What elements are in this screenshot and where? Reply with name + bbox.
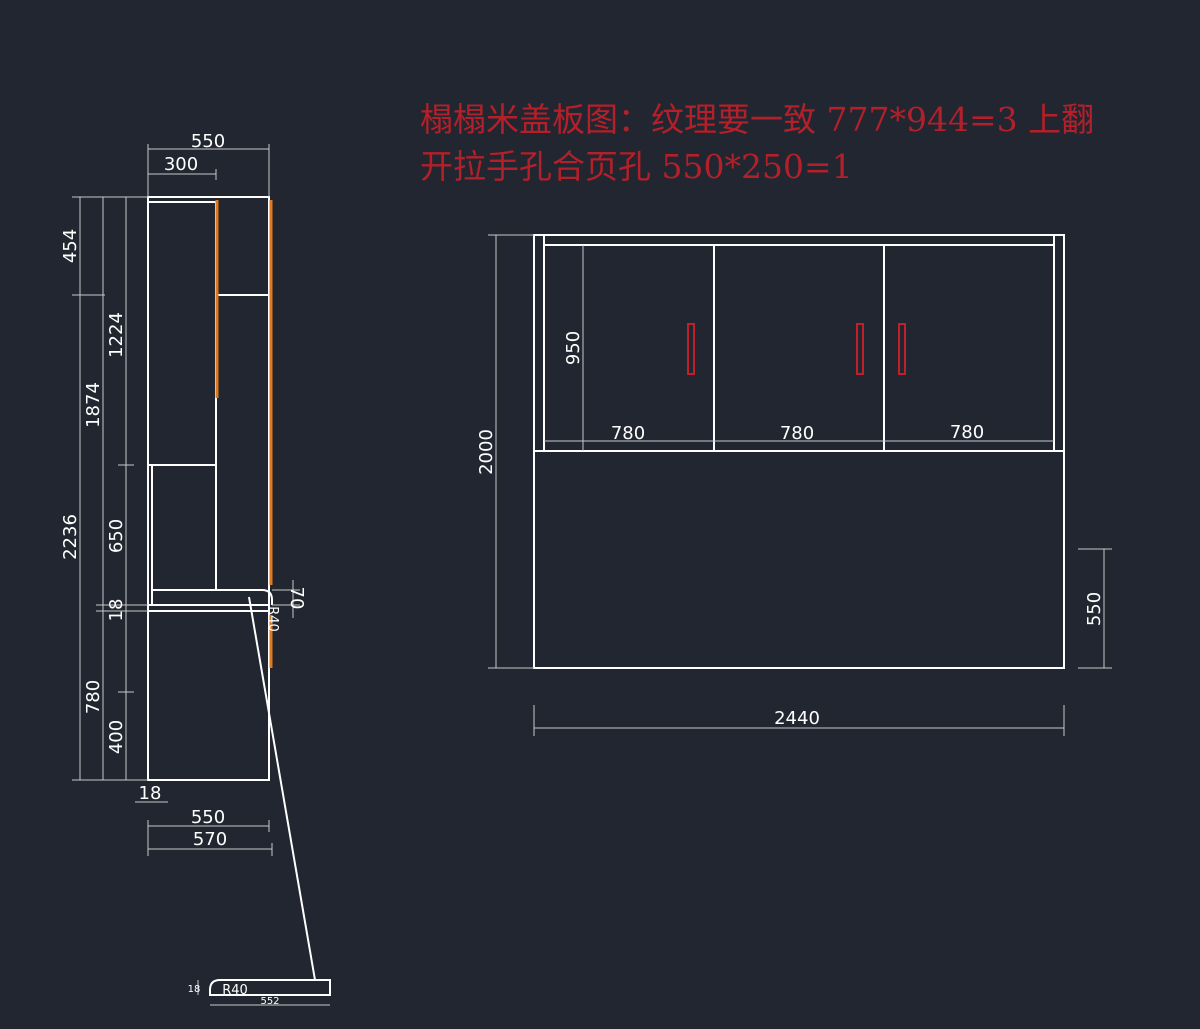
dim-550-bottom: 550 — [191, 807, 225, 828]
detail-radius: R40 — [222, 983, 248, 998]
detail-leader-line — [248, 596, 316, 981]
dim-300: 300 — [164, 154, 198, 175]
dim-r40-side: R40 — [265, 606, 280, 632]
side-view-outline — [147, 196, 270, 781]
dim-2000: 2000 — [476, 429, 497, 475]
detail-thickness: 18 — [188, 984, 201, 995]
dim-550-right: 550 — [1084, 592, 1105, 626]
dim-454: 454 — [60, 229, 81, 263]
side-view: 550 300 454 1224 1874 2236 650 18 780 40… — [60, 131, 316, 981]
dim-650: 650 — [106, 519, 127, 553]
dim-550-top: 550 — [191, 131, 225, 152]
detail-length: 552 — [260, 996, 279, 1007]
platform-lid-profile — [152, 589, 273, 605]
dim-570: 570 — [193, 829, 227, 850]
dim-18: 18 — [106, 599, 127, 622]
dim-18-bottom: 18 — [139, 783, 162, 804]
note-line-2: 开拉手孔合页孔 550*250=1 — [420, 147, 853, 186]
front-view: 950 780 780 780 2000 550 2440 — [476, 234, 1112, 736]
dim-400: 400 — [106, 720, 127, 754]
dim-2440: 2440 — [774, 708, 820, 729]
dim-2236: 2236 — [60, 514, 81, 560]
dim-950: 950 — [563, 331, 584, 365]
dim-780-3: 780 — [950, 422, 984, 443]
handle-1 — [687, 323, 695, 375]
handle-2 — [856, 323, 864, 375]
dim-780: 780 — [83, 680, 104, 714]
handle-3 — [898, 323, 906, 375]
dim-780-1: 780 — [611, 423, 645, 444]
dim-1224: 1224 — [106, 312, 127, 358]
detail-profile — [209, 979, 331, 996]
dim-1874: 1874 — [83, 382, 104, 428]
note-line-1: 榻榻米盖板图：纹理要一致 777*944=3 上翻 — [420, 100, 1094, 139]
dim-780-2: 780 — [780, 423, 814, 444]
lid-detail: 18 R40 552 — [188, 979, 331, 1007]
dim-70: 70 — [286, 587, 307, 610]
annotation-note: 榻榻米盖板图：纹理要一致 777*944=3 上翻 开拉手孔合页孔 550*25… — [420, 100, 1094, 186]
